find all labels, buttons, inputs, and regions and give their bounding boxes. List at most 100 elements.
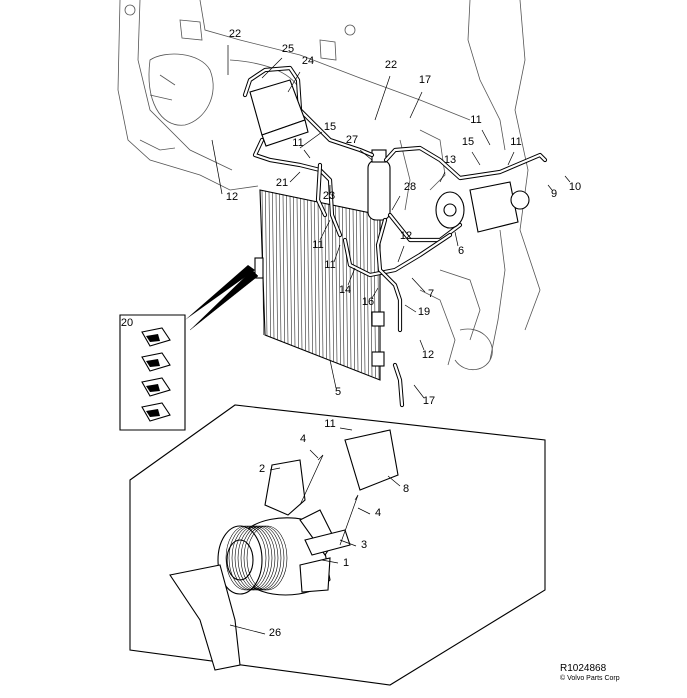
callout-number: 10 — [569, 181, 581, 193]
callout-leader — [564, 175, 571, 183]
refrigerant-pipe-inner — [393, 363, 404, 407]
callout-number: 28 — [404, 181, 416, 193]
callout-number: 15 — [324, 121, 336, 133]
condenser-fin — [275, 192, 278, 341]
condenser-fin — [356, 209, 359, 371]
condenser-fin — [349, 208, 352, 369]
callout-number: 11 — [312, 239, 323, 251]
callout-leader — [229, 624, 266, 635]
callout-number: 27 — [346, 134, 358, 146]
callout-leader — [333, 244, 341, 263]
condenser-fin — [359, 210, 362, 373]
callout-leader — [299, 131, 323, 149]
callout-leader — [409, 91, 423, 119]
reference-code: R1024868 — [560, 663, 607, 674]
callout-number: 24 — [302, 55, 314, 67]
condenser-fin — [314, 200, 317, 355]
callout-leader — [261, 57, 283, 79]
pulley-rib — [234, 525, 276, 591]
condenser — [254, 189, 385, 381]
hose-clip-slot — [146, 334, 160, 342]
condenser-fin — [265, 190, 268, 337]
condenser-fin — [345, 207, 348, 367]
callout-number: 17 — [419, 74, 431, 86]
callout-leader — [269, 467, 281, 471]
refrigerant-pipe-inner — [243, 66, 374, 157]
callout-number: 22 — [385, 59, 397, 71]
condenser-fin — [335, 205, 338, 363]
callout-number: 16 — [362, 296, 374, 308]
callout-number: 14 — [339, 284, 351, 296]
condenser-fin — [352, 208, 355, 370]
pressure-switch-assembly — [249, 79, 309, 147]
callout-leader — [339, 427, 353, 431]
pulley-rib — [228, 525, 270, 591]
callout-leader — [397, 245, 405, 263]
condenser-fin — [296, 197, 299, 349]
condenser-fin — [321, 202, 324, 358]
callout-leader — [404, 304, 417, 313]
callout-number: 11 — [324, 259, 335, 271]
pulley-rib — [246, 525, 288, 591]
pulley-rib — [237, 525, 279, 591]
callout-leader — [321, 559, 339, 564]
hose-clip-slot — [146, 359, 160, 367]
callout-number: 1 — [343, 557, 349, 569]
callout-leader — [413, 384, 425, 399]
callout-number: 11 — [324, 418, 335, 430]
callout-leader — [391, 195, 401, 211]
callout-number: 6 — [458, 245, 464, 257]
pulley-rib — [240, 525, 282, 591]
callout-number: 25 — [282, 43, 294, 55]
condenser-fin — [370, 212, 373, 377]
expansion-valve — [435, 181, 530, 233]
condenser-fin — [317, 201, 320, 357]
callout-number: 19 — [418, 306, 430, 318]
callout-leader — [411, 277, 426, 293]
refrigerant-pipe-inner — [384, 146, 547, 180]
callout-number: 17 — [423, 395, 435, 407]
callout-leader — [471, 151, 481, 166]
callout-leader — [439, 171, 446, 183]
condenser-fin — [303, 198, 306, 351]
receiver-drier — [367, 149, 391, 221]
callout-number: 11 — [470, 114, 481, 126]
callout-number: 12 — [226, 191, 238, 203]
condenser-fin — [331, 204, 334, 362]
refrigerant-pipe-inner — [376, 218, 402, 332]
clip-detail-box — [119, 265, 259, 431]
callout-leader — [547, 184, 553, 191]
callout-number: 5 — [335, 386, 341, 398]
callout-leader — [319, 219, 331, 241]
callout-leader — [387, 475, 401, 487]
condenser-fin — [363, 211, 366, 374]
refrigerant-pipe-inner — [316, 163, 327, 217]
callout-number: 7 — [428, 288, 434, 300]
callout-leader — [289, 171, 301, 183]
callout-number: 23 — [323, 190, 335, 202]
callout-number: 21 — [276, 177, 288, 189]
compressor-brackets — [169, 429, 399, 671]
callout-leader — [303, 149, 311, 159]
callout-leader — [481, 129, 491, 146]
engine-block-outline — [117, 0, 541, 370]
callout-number: 2 — [259, 463, 265, 475]
callout-number: 11 — [292, 137, 303, 149]
callout-number: 15 — [462, 136, 474, 148]
callout-number: 4 — [300, 433, 306, 445]
condenser-fin — [366, 211, 369, 375]
callout-leader — [309, 449, 319, 459]
callout-leader — [339, 539, 357, 547]
callout-number: 26 — [269, 627, 281, 639]
condenser-fin — [279, 193, 282, 342]
callout-number: 22 — [229, 28, 241, 40]
pulley-rib — [231, 525, 273, 591]
condenser-fin — [289, 195, 292, 346]
hose-clip-slot — [146, 409, 160, 417]
callout-number: 13 — [444, 154, 456, 166]
callout-leader — [287, 71, 301, 93]
condenser-fin — [328, 203, 331, 361]
callout-leader — [374, 75, 391, 121]
